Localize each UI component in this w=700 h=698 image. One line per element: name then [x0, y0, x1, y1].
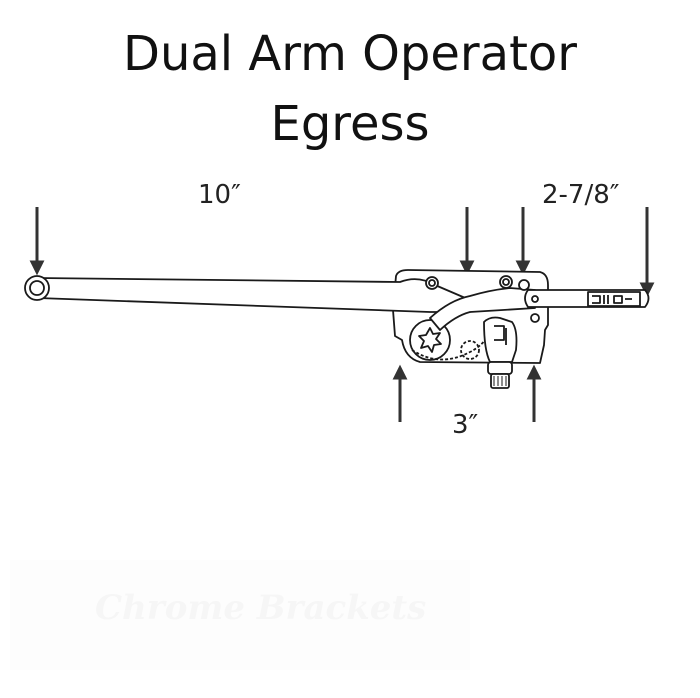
crank-spline	[487, 361, 513, 375]
dimension-base-width: 3″	[452, 410, 479, 440]
arrow-icon-body-right-top	[515, 207, 531, 276]
long-arm	[37, 277, 471, 313]
watermark-band	[10, 560, 470, 670]
dimension-arm-length: 10″	[198, 180, 241, 210]
arrow-icon-left-arm-end	[29, 207, 45, 276]
dimension-short-arm: 2-7/8″	[542, 180, 620, 210]
arrow-icon-short-arm-end	[639, 207, 655, 298]
watermark-text: Chrome Brackets	[95, 588, 427, 628]
arrow-icon-base-left	[392, 364, 408, 422]
title-line-2: Egress	[270, 96, 430, 152]
title-line-1: Dual Arm Operator	[123, 26, 577, 82]
mount-hole-3	[518, 279, 530, 291]
arrow-icon-base-right	[526, 364, 542, 422]
arrow-icon-body-left-top	[459, 207, 475, 276]
linkage-arm	[429, 287, 536, 331]
